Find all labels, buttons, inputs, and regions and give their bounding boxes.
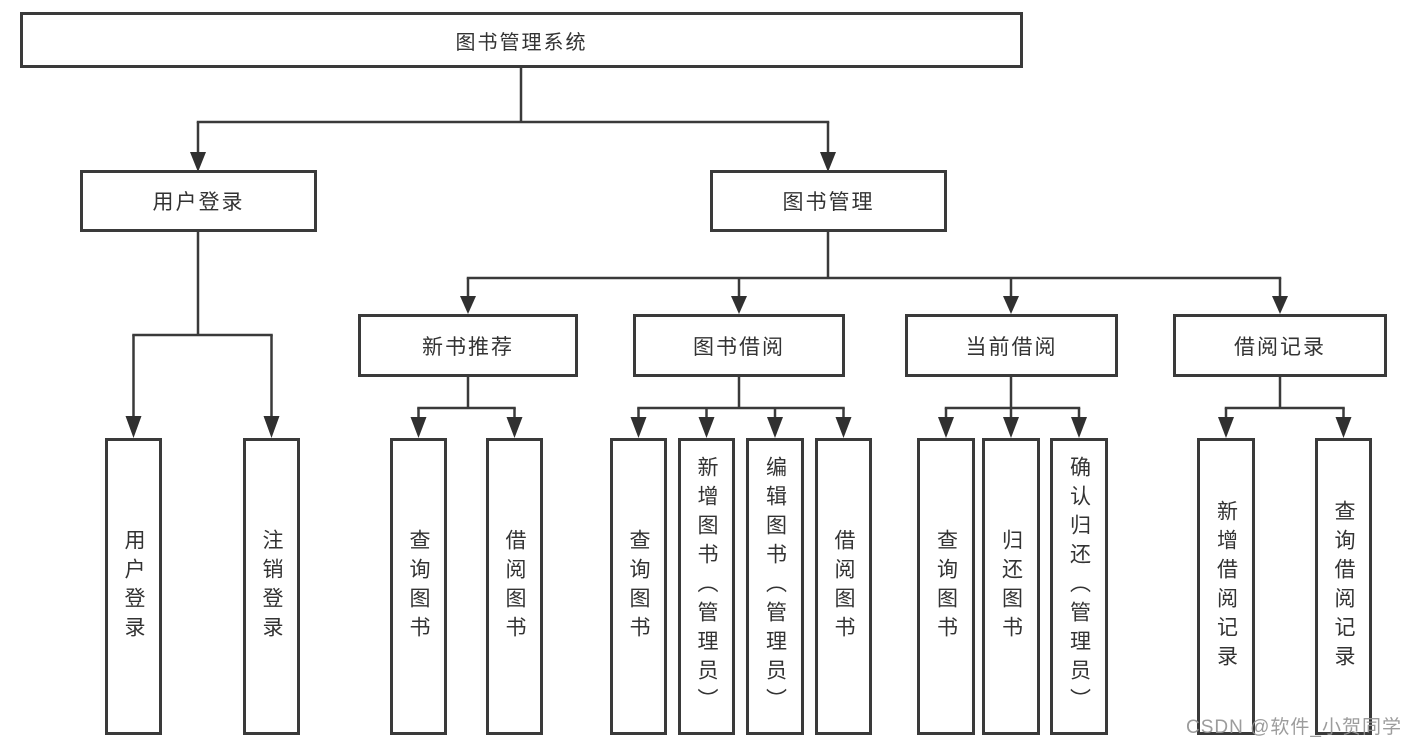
node-new-book-label: 新书推荐 [422, 335, 514, 359]
leaf-logout: 注销登录 [243, 438, 300, 735]
leaf-new-book-borrow: 借阅图书 [486, 438, 543, 735]
leaf-user-login-label: 用户登录 [122, 528, 145, 645]
leaf-current-confirm-admin-label: 确认归还（管理员） [1067, 456, 1091, 717]
node-user-login-label: 用户登录 [152, 191, 245, 214]
node-root-label: 图书管理系统 [455, 31, 588, 54]
leaf-user-login: 用户登录 [105, 438, 162, 735]
node-current-borrow-label: 当前借阅 [965, 335, 1058, 359]
leaf-borrow-query: 查询图书 [610, 438, 667, 735]
leaf-record-add: 新增借阅记录 [1197, 438, 1255, 735]
node-new-book: 新书推荐 [358, 314, 578, 377]
connector-new-book-to-leaves [410, 377, 523, 438]
node-current-borrow: 当前借阅 [905, 314, 1118, 377]
leaf-borrow-edit-admin-label: 编辑图书（管理员） [763, 456, 787, 717]
connector-borrow-record-to-leaves [1218, 377, 1352, 438]
leaf-current-confirm-admin: 确认归还（管理员） [1050, 438, 1108, 735]
leaf-borrow-add-admin-label: 新增图书（管理员） [695, 456, 718, 717]
leaf-logout-label: 注销登录 [260, 528, 283, 645]
leaf-borrow-edit-admin: 编辑图书（管理员） [746, 438, 804, 735]
leaf-new-book-borrow-label: 借阅图书 [503, 528, 526, 645]
leaf-current-query: 查询图书 [917, 438, 975, 735]
leaf-new-book-query-label: 查询图书 [407, 528, 430, 645]
node-book-mgmt: 图书管理 [710, 170, 947, 232]
leaf-record-add-label: 新增借阅记录 [1214, 499, 1238, 674]
connector-root-to-level2 [190, 68, 836, 172]
leaf-borrow-book-label: 借阅图书 [832, 528, 855, 645]
node-book-mgmt-label: 图书管理 [782, 191, 875, 214]
node-borrow-record-label: 借阅记录 [1234, 335, 1326, 359]
connector-user-login-to-leaves [125, 232, 280, 438]
leaf-current-query-label: 查询图书 [934, 528, 958, 645]
leaf-borrow-add-admin: 新增图书（管理员） [678, 438, 735, 735]
node-root: 图书管理系统 [20, 12, 1023, 68]
node-borrow-record: 借阅记录 [1173, 314, 1387, 377]
node-user-login: 用户登录 [80, 170, 317, 232]
node-book-borrow: 图书借阅 [633, 314, 845, 377]
leaf-current-return-label: 归还图书 [999, 528, 1023, 645]
connector-book-mgmt-to-level3 [460, 232, 1288, 314]
connector-book-borrow-to-leaves [630, 377, 852, 438]
csdn-watermark: CSDN @软件_小贺同学 [1186, 717, 1402, 738]
leaf-new-book-query: 查询图书 [390, 438, 447, 735]
connector-current-borrow-to-leaves [938, 377, 1087, 438]
leaf-current-return: 归还图书 [982, 438, 1040, 735]
leaf-record-query-label: 查询借阅记录 [1332, 499, 1355, 674]
leaf-record-query: 查询借阅记录 [1315, 438, 1372, 735]
leaf-borrow-book: 借阅图书 [815, 438, 872, 735]
leaf-borrow-query-label: 查询图书 [627, 528, 650, 645]
node-book-borrow-label: 图书借阅 [693, 335, 785, 359]
